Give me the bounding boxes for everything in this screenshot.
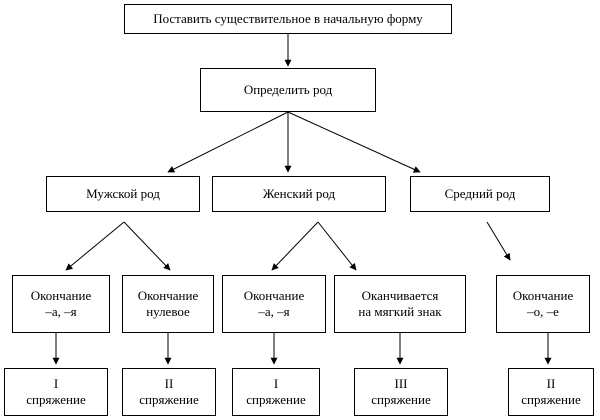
node-label-line: на мягкий знак (358, 304, 442, 319)
node-label-line: Оканчивается (361, 288, 439, 303)
node-label-line: спряжение (139, 392, 199, 407)
node-label-line: Окончание (243, 288, 305, 303)
node-root: Поставить существительное в начальную фо… (124, 4, 452, 34)
node-m1: Окончание–а, –я (12, 275, 110, 333)
node-label-line: II (546, 376, 556, 391)
node-label-line: спряжение (371, 392, 431, 407)
node-f1: Окончание–а, –я (222, 275, 326, 333)
node-label-line: III (394, 376, 408, 391)
node-label-line: Женский род (262, 186, 336, 201)
node-label-line: Определить род (243, 82, 333, 97)
node-label-line: Окончание (512, 288, 574, 303)
node-label-line: спряжение (246, 392, 306, 407)
arrow-neut-to-n1 (486, 221, 511, 261)
node-n1: Окончание–о, –е (496, 275, 590, 333)
node-label-line: Окончание (137, 288, 199, 303)
arrow-fem-to-f1 (271, 221, 319, 271)
node-neut: Средний род (410, 176, 550, 212)
arrow-gender-to-masc (167, 111, 289, 173)
node-masc: Мужской род (46, 176, 200, 212)
node-label-line: –а, –я (258, 304, 290, 319)
arrow-fem-to-f2 (317, 221, 357, 271)
node-label-line: Средний род (444, 186, 516, 201)
node-gender: Определить род (200, 68, 376, 112)
arrow-masc-to-m1 (65, 221, 125, 271)
node-label-line: –о, –е (527, 304, 559, 319)
node-label-line: –а, –я (45, 304, 77, 319)
node-label-line: нулевое (146, 304, 190, 319)
node-label-line: Мужской род (86, 186, 160, 201)
node-label-line: спряжение (521, 392, 581, 407)
arrow-masc-to-m2 (123, 221, 171, 271)
node-label-line: I (53, 376, 59, 391)
node-label-line: спряжение (26, 392, 86, 407)
node-label-line: I (273, 376, 279, 391)
node-fem: Женский род (212, 176, 386, 212)
arrow-gender-to-neut (287, 111, 421, 173)
node-label-line: II (164, 376, 174, 391)
node-label-line: Поставить существительное в начальную фо… (153, 11, 423, 26)
node-label-line: Окончание (30, 288, 92, 303)
